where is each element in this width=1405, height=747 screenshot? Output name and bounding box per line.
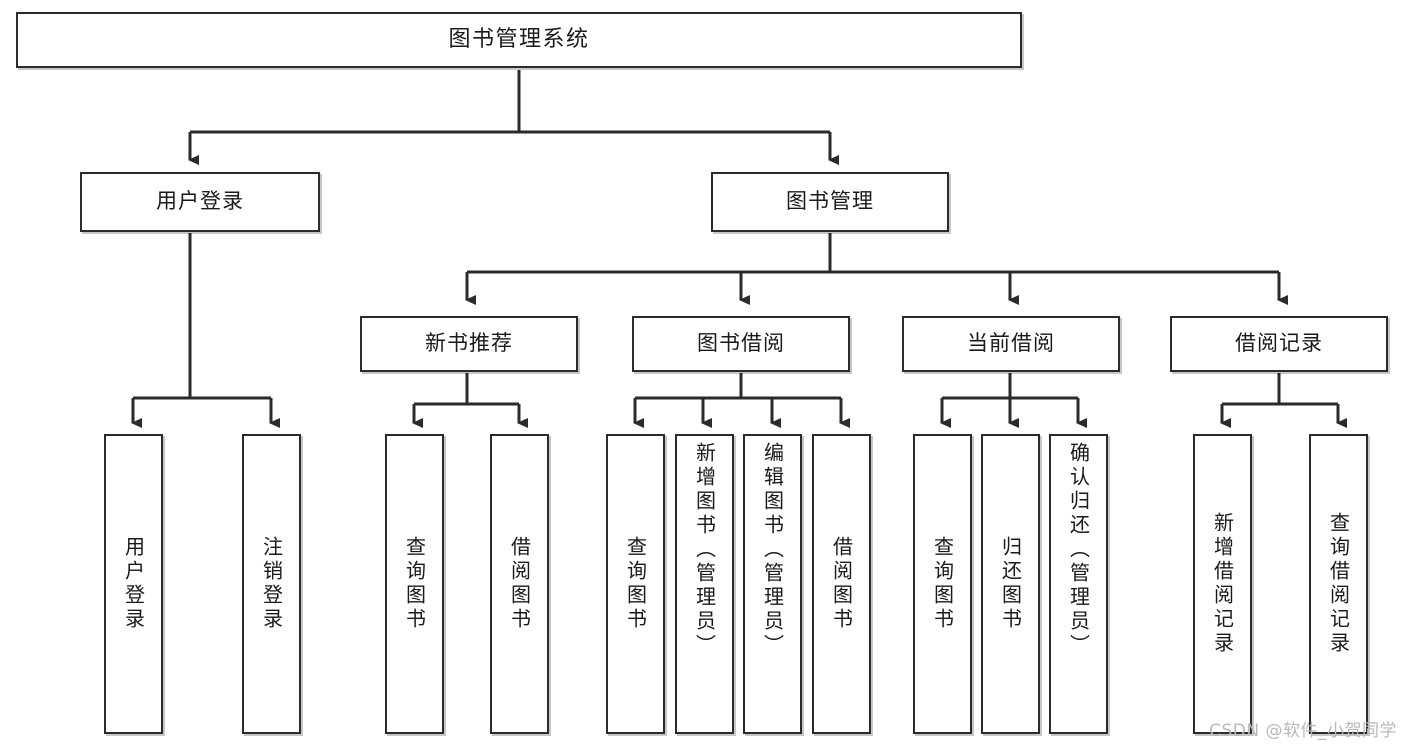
node-current-borrow[interactable]: 当前借阅 (902, 316, 1120, 372)
node-label: 图书管理系统 (448, 26, 590, 52)
leaf-user-login-login[interactable]: 用户登录 (104, 434, 163, 734)
node-label: 用户登录 (121, 536, 146, 632)
leaf-book-borrow-query-book[interactable]: 查询图书 (606, 434, 665, 734)
node-label: 新书推荐 (425, 331, 513, 356)
node-label: 借阅图书 (507, 536, 532, 632)
leaf-new-book-borrow-book[interactable]: 借阅图书 (490, 434, 549, 734)
node-label: 查询图书 (930, 536, 955, 632)
leaf-user-login-logout[interactable]: 注销登录 (242, 434, 301, 734)
node-borrow-record[interactable]: 借阅记录 (1170, 316, 1388, 372)
leaf-book-borrow-borrow-book[interactable]: 借阅图书 (812, 434, 871, 734)
node-label: 当前借阅 (967, 331, 1055, 356)
leaf-current-borrow-query-book[interactable]: 查询图书 (913, 434, 972, 734)
node-label: 借阅图书 (829, 536, 854, 632)
node-label: 图书管理 (786, 189, 874, 214)
node-label: 注销登录 (259, 536, 284, 632)
node-book-borrow[interactable]: 图书借阅 (632, 316, 850, 372)
node-label: 归还图书 (998, 536, 1023, 632)
node-label: 查询图书 (623, 536, 648, 632)
leaf-current-borrow-return-book[interactable]: 归还图书 (981, 434, 1040, 734)
leaf-borrow-record-query-record[interactable]: 查询借阅记录 (1309, 434, 1368, 734)
node-root-book-management-system[interactable]: 图书管理系统 (16, 12, 1022, 68)
leaf-borrow-record-add-record[interactable]: 新增借阅记录 (1193, 434, 1252, 734)
leaf-book-borrow-add-book-admin[interactable]: 新增图书（管理员） (675, 434, 734, 734)
leaf-book-borrow-edit-book-admin[interactable]: 编辑图书（管理员） (743, 434, 802, 734)
node-label: 确认归还（管理员） (1066, 442, 1091, 658)
csdn-watermark: CSDN @软件_小贺同学 (1209, 721, 1397, 741)
node-label: 新增图书（管理员） (692, 442, 717, 658)
node-label: 新增借阅记录 (1210, 512, 1235, 656)
node-label: 借阅记录 (1235, 331, 1323, 356)
node-book-management[interactable]: 图书管理 (711, 172, 949, 232)
node-label: 查询借阅记录 (1326, 512, 1351, 656)
node-label: 查询图书 (402, 536, 427, 632)
node-new-book-recommend[interactable]: 新书推荐 (360, 316, 578, 372)
leaf-new-book-query-book[interactable]: 查询图书 (385, 434, 444, 734)
node-user-login[interactable]: 用户登录 (80, 172, 320, 232)
node-label: 编辑图书（管理员） (760, 442, 785, 658)
node-label: 图书借阅 (697, 331, 785, 356)
leaf-current-borrow-confirm-return-admin[interactable]: 确认归还（管理员） (1049, 434, 1108, 734)
node-label: 用户登录 (156, 189, 244, 214)
